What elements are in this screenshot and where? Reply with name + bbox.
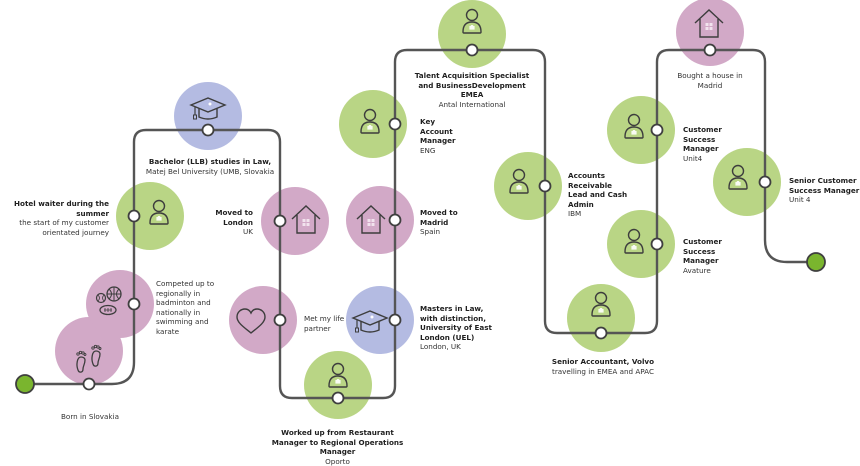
label-house: Bought a house in Madrid xyxy=(675,71,745,90)
milestone-circle-volvo xyxy=(567,284,635,352)
node-eng xyxy=(390,119,401,130)
milestone-circle-london xyxy=(261,187,329,255)
node-senior-csm xyxy=(760,177,771,188)
milestone-circle-hotel xyxy=(116,182,184,250)
label-volvo-subtitle: travelling in EMEA and APAC xyxy=(548,367,658,377)
timeline-start-marker xyxy=(16,375,34,393)
label-sports-subtitle: Competed up to regionally in badminton a… xyxy=(156,279,228,336)
label-unit4-title: Customer Success Manager xyxy=(683,125,753,154)
label-london: Moved to London UK xyxy=(210,208,253,237)
label-born: Born in Slovakia xyxy=(40,412,140,422)
label-eng-subtitle: ENG xyxy=(420,146,470,156)
label-bachelor-title: Bachelor (LLB) studies in Law, xyxy=(140,157,280,167)
label-bachelor-subtitle: Matej Bel University (UMB, Slovakia xyxy=(140,167,280,177)
label-unit4-subtitle: Unit4 xyxy=(683,154,753,164)
node-antal xyxy=(467,45,478,56)
label-antal-subtitle: Antal International xyxy=(407,100,537,110)
label-madrid: Moved to Madrid Spain xyxy=(420,208,462,237)
node-london xyxy=(275,216,286,227)
node-sports xyxy=(129,299,140,310)
label-hotel-title: Hotel waiter during the summer xyxy=(0,199,109,218)
label-volvo-title: Senior Accountant, Volvo xyxy=(548,357,658,367)
label-ibm-title: Accounts Receivable Lead and Cash Admin xyxy=(568,171,628,209)
node-hotel xyxy=(129,211,140,222)
label-volvo: Senior Accountant, Volvo travelling in E… xyxy=(548,357,658,376)
node-ibm xyxy=(540,181,551,192)
label-hotel: Hotel waiter during the summer the start… xyxy=(0,199,109,237)
node-house xyxy=(705,45,716,56)
label-london-subtitle: UK xyxy=(210,227,253,237)
node-partner xyxy=(275,315,286,326)
milestone-circle-ibm xyxy=(494,152,562,220)
node-oporto xyxy=(333,393,344,404)
label-london-title: Moved to London xyxy=(210,208,253,227)
node-madrid xyxy=(390,215,401,226)
label-avature: Customer Success Manager Avature xyxy=(683,237,753,275)
node-volvo xyxy=(596,328,607,339)
label-hotel-subtitle: the start of my customer orientated jour… xyxy=(0,218,109,237)
milestone-circle-oporto xyxy=(304,351,372,419)
label-senior-csm-title: Senior Customer Success Manager xyxy=(789,176,860,195)
milestone-circle-bachelor xyxy=(174,82,242,150)
label-born-subtitle: Born in Slovakia xyxy=(40,412,140,422)
label-eng-title: Key Account Manager xyxy=(420,117,470,146)
label-partner: Met my life partner xyxy=(304,314,349,333)
node-avature xyxy=(652,239,663,250)
label-sports: Competed up to regionally in badminton a… xyxy=(156,279,228,336)
label-masters-title: Masters in Law, with distinction, Univer… xyxy=(420,304,492,342)
label-madrid-subtitle: Spain xyxy=(420,227,462,237)
label-oporto-subtitle: Oporto xyxy=(265,457,410,466)
label-partner-subtitle: Met my life partner xyxy=(304,314,349,333)
label-avature-title: Customer Success Manager xyxy=(683,237,753,266)
node-bachelor xyxy=(203,125,214,136)
label-unit4: Customer Success Manager Unit4 xyxy=(683,125,753,163)
label-senior-csm-subtitle: Unit 4 xyxy=(789,195,860,205)
label-masters-subtitle: London, UK xyxy=(420,342,492,352)
label-eng: Key Account Manager ENG xyxy=(420,117,470,155)
node-masters xyxy=(390,315,401,326)
label-madrid-title: Moved to Madrid xyxy=(420,208,462,227)
label-avature-subtitle: Avature xyxy=(683,266,753,276)
label-antal-title: Talent Acquisition Specialist and Busine… xyxy=(407,71,537,100)
milestone-circle-sports xyxy=(86,270,154,338)
milestone-circle-partner xyxy=(229,286,297,354)
label-masters: Masters in Law, with distinction, Univer… xyxy=(420,304,492,352)
label-bachelor: Bachelor (LLB) studies in Law, Matej Bel… xyxy=(140,157,280,176)
label-oporto-title: Worked up from Restaurant Manager to Reg… xyxy=(265,428,410,457)
node-unit4 xyxy=(652,125,663,136)
label-antal: Talent Acquisition Specialist and Busine… xyxy=(407,71,537,109)
timeline-end-marker xyxy=(807,253,825,271)
node-born xyxy=(84,379,95,390)
label-senior-csm: Senior Customer Success Manager Unit 4 xyxy=(789,176,860,205)
label-ibm: Accounts Receivable Lead and Cash Admin … xyxy=(568,171,628,219)
label-house-subtitle: Bought a house in Madrid xyxy=(675,71,745,90)
label-ibm-subtitle: IBM xyxy=(568,209,628,219)
label-oporto: Worked up from Restaurant Manager to Reg… xyxy=(265,428,410,466)
